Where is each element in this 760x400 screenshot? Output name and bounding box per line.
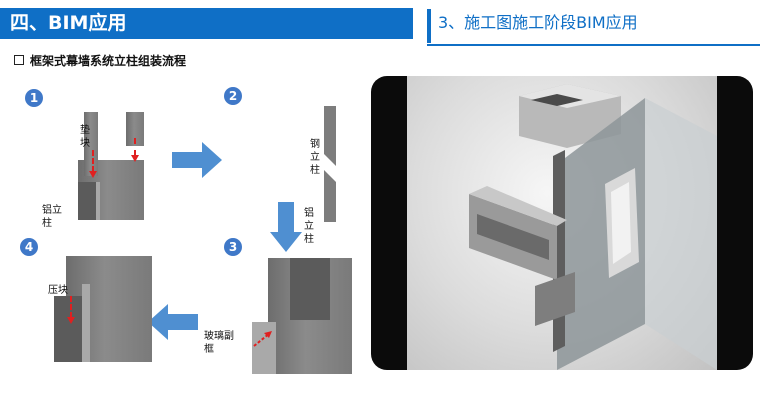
section-marker [427,9,431,43]
square-bullet-icon [14,55,24,65]
step-4-number: 4 [20,238,38,256]
subheading-text: 框架式幕墙系统立柱组装流程 [30,52,186,69]
final-column-edge [82,284,90,362]
step-3-label-glass-subframe: 玻璃副 框 [204,330,234,356]
section-title: 3、施工图施工阶段BIM应用 [438,12,638,34]
insert-arrow-left [92,150,94,172]
insert-arrow-right [134,138,136,156]
step-2-label-aluminum-column: 铝 立 柱 [304,207,314,246]
steel-column [322,106,338,222]
page-title: 四、BIM应用 [10,11,126,36]
header-bar: 四、BIM应用 [0,8,413,39]
step-2-number: 2 [224,87,242,105]
step-1-label-aluminum-column: 铝立 柱 [42,204,62,230]
pressure-plate-profile [54,296,82,362]
column-insert [290,258,330,320]
section-rule [427,44,760,46]
aluminum-column-edge [96,182,100,220]
aluminum-column-flange [78,182,96,220]
arrow-left-step-3-to-4 [146,302,198,342]
step-3-number: 3 [224,238,242,256]
curtain-wall-render-image [371,76,753,370]
pressure-block-arrow [70,296,72,318]
subheading: 框架式幕墙系统立柱组装流程 [14,51,186,69]
curtain-wall-model [407,76,717,370]
arrow-down-step-2-to-3 [268,202,304,254]
subframe-arrow [252,330,274,348]
step-2-label-steel-column: 钢 立 柱 [310,138,320,177]
step-4-label-pressure-block: 压块 [48,284,68,297]
arrow-right-step-1-to-2 [172,140,224,180]
step-1-label-spacer: 垫 块 [80,124,90,150]
step-1-number: 1 [25,89,43,107]
